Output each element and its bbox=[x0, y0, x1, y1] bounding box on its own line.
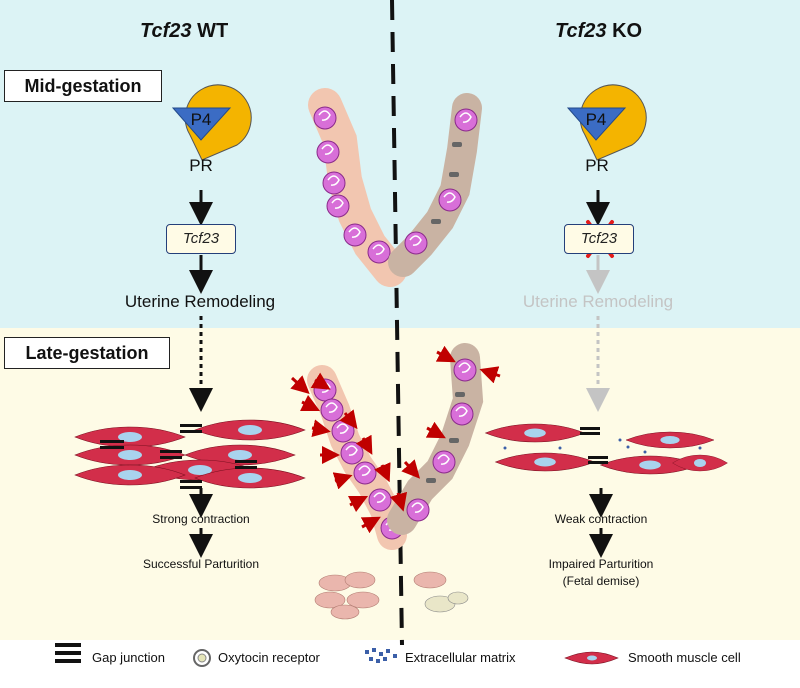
ko-uterine-remodeling: Uterine Remodeling bbox=[522, 292, 674, 311]
mid-uterus-ko-horn bbox=[388, 93, 482, 277]
oxytocin-receptor-icon bbox=[193, 649, 211, 667]
pups-dead bbox=[424, 591, 469, 613]
contraction-arrows bbox=[290, 345, 501, 534]
gap-junction-icon bbox=[55, 643, 81, 663]
wt-title-gene: Tcf23 bbox=[140, 20, 192, 42]
legend-extracellular-matrix: Extracellular matrix bbox=[405, 650, 516, 665]
ko-title-suffix: KO bbox=[606, 20, 643, 42]
ko-column-title: Tcf23 KO bbox=[555, 20, 642, 43]
legend-oxytocin-receptor: Oxytocin receptor bbox=[218, 650, 320, 665]
ko-contraction-text: Weak contraction bbox=[554, 512, 648, 526]
wt-uterine-remodeling: Uterine Remodeling bbox=[124, 292, 276, 311]
ko-outcome-line2: (Fetal demise) bbox=[562, 574, 640, 588]
late-uterus-wt-horn bbox=[307, 365, 407, 550]
ko-receptor-label: PR bbox=[585, 156, 609, 175]
legend-smooth-muscle-cell: Smooth muscle cell bbox=[628, 650, 741, 665]
ko-outcome-line1: Impaired Parturition bbox=[548, 557, 654, 571]
wt-gene-box: Tcf23 bbox=[166, 224, 236, 254]
mid-uterus-wt-horn bbox=[308, 88, 407, 287]
ko-gene-box: Tcf23 bbox=[564, 224, 634, 254]
legend-gap-junction: Gap junction bbox=[92, 650, 165, 665]
wt-receptor-graphic bbox=[171, 84, 252, 161]
ko-title-gene: Tcf23 bbox=[555, 20, 607, 42]
wt-receptor-label: PR bbox=[189, 156, 213, 175]
ko-muscle-cell-cluster bbox=[485, 423, 728, 475]
late-uterus-ko-horn bbox=[387, 343, 484, 535]
smooth-muscle-cell-icon bbox=[564, 651, 619, 665]
wt-muscle-cell-cluster bbox=[74, 419, 306, 489]
ko-ligand-label: P4 bbox=[585, 110, 607, 129]
late-gestation-label: Late-gestation bbox=[4, 337, 170, 369]
wt-outcome-text: Successful Parturition bbox=[142, 557, 260, 571]
divider-line bbox=[390, 0, 404, 646]
ko-receptor-graphic bbox=[566, 84, 647, 161]
wt-column-title: Tcf23 WT bbox=[140, 20, 228, 43]
wt-title-suffix: WT bbox=[191, 20, 229, 42]
extracellular-matrix-icon bbox=[365, 648, 397, 663]
wt-contraction-text: Strong contraction bbox=[152, 512, 250, 526]
mid-gestation-label: Mid-gestation bbox=[4, 70, 162, 102]
pups-alive bbox=[314, 571, 447, 620]
wt-ligand-label: P4 bbox=[190, 110, 212, 129]
